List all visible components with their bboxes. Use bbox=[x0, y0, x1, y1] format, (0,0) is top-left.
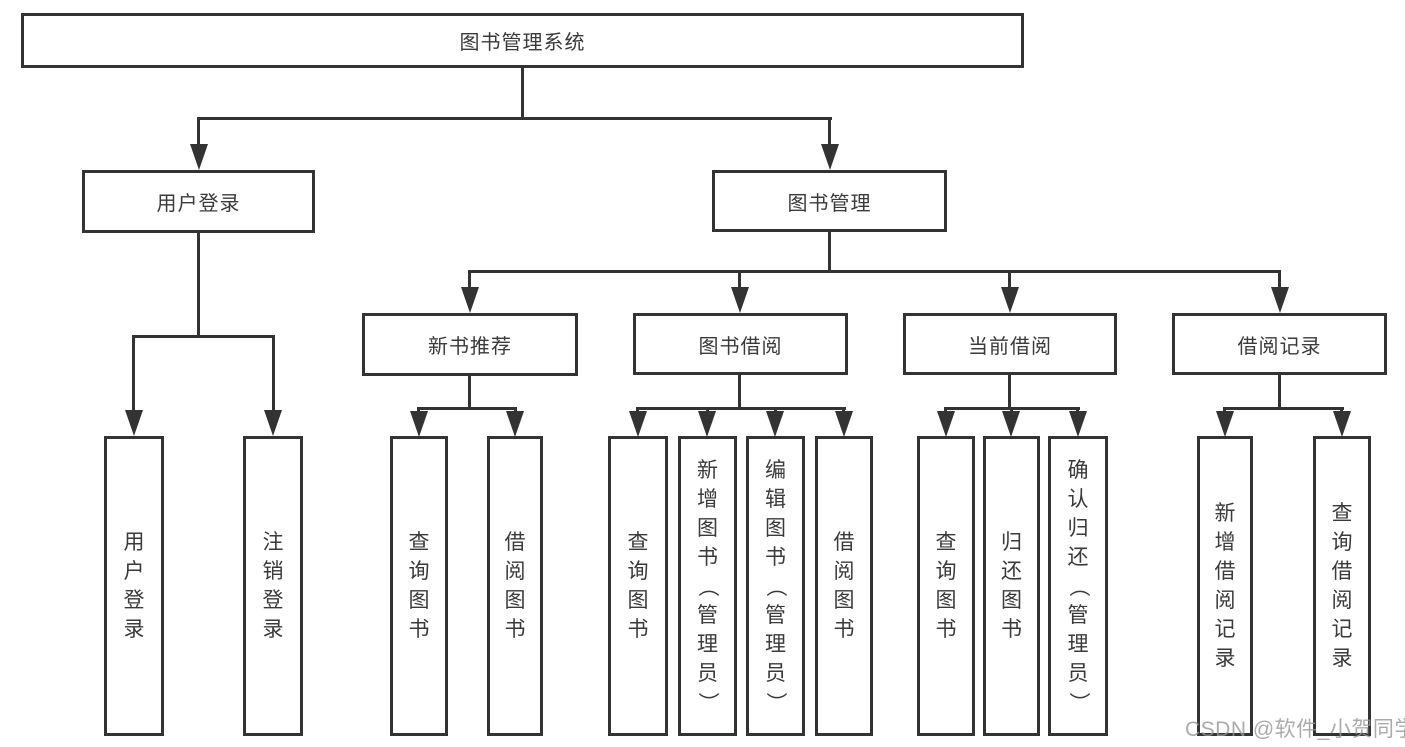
leaf-current-confirm-return-admin: 确认归还（管理员） bbox=[1048, 436, 1108, 736]
connector-arrowhead bbox=[1002, 411, 1020, 437]
connector-arrowhead bbox=[731, 287, 749, 313]
leaf-borrowing-query-books: 查询图书 bbox=[608, 436, 668, 736]
connector-arrowhead bbox=[506, 411, 524, 437]
leaf-current-query-books: 查询图书 bbox=[917, 436, 975, 736]
node-new-book-recommend: 新书推荐 bbox=[362, 313, 578, 376]
connector-line bbox=[468, 270, 1281, 273]
leaf-borrowing-edit-books-admin: 编辑图书（管理员） bbox=[746, 436, 805, 736]
connector-arrowhead bbox=[1333, 411, 1351, 437]
connector-arrowhead bbox=[629, 411, 647, 437]
connector-line bbox=[1008, 270, 1011, 290]
connector-arrowhead bbox=[461, 287, 479, 313]
leaf-user-login: 用户登录 bbox=[104, 436, 164, 736]
connector-line bbox=[521, 68, 524, 118]
connector-arrowhead bbox=[821, 144, 839, 170]
connector-arrowhead bbox=[1069, 411, 1087, 437]
leaf-borrowing-borrow-books: 借阅图书 bbox=[815, 436, 873, 736]
leaf-newbooks-query-books: 查询图书 bbox=[390, 436, 448, 736]
node-borrowing-records-label: 借阅记录 bbox=[1237, 335, 1322, 358]
connector-line bbox=[417, 407, 517, 410]
node-user-login-label: 用户登录 bbox=[156, 193, 241, 215]
leaf-newbooks-borrow-books: 借阅图书 bbox=[487, 436, 543, 736]
connector-line bbox=[197, 117, 832, 120]
connector-arrowhead bbox=[410, 411, 428, 437]
leaf-logout: 注销登录 bbox=[243, 436, 303, 736]
root-node-label: 图书管理系统 bbox=[459, 32, 586, 54]
csdn-watermark: CSDN @软件_小贺同学 bbox=[1185, 718, 1405, 741]
connector-arrowhead bbox=[698, 411, 716, 437]
connector-line bbox=[1278, 375, 1281, 409]
connector-line bbox=[828, 117, 831, 146]
connector-arrowhead bbox=[835, 411, 853, 437]
connector-arrowhead bbox=[766, 411, 784, 437]
connector-arrowhead bbox=[190, 144, 208, 170]
node-new-book-recommend-label: 新书推荐 bbox=[428, 336, 512, 358]
leaf-records-add-record: 新增借阅记录 bbox=[1197, 436, 1253, 736]
leaf-current-return-books: 归还图书 bbox=[983, 436, 1040, 736]
connector-arrowhead bbox=[1216, 411, 1234, 437]
node-borrowing-records: 借阅记录 bbox=[1172, 313, 1387, 375]
leaf-records-query-record: 查询借阅记录 bbox=[1313, 436, 1371, 736]
node-user-login: 用户登录 bbox=[82, 170, 315, 233]
node-current-borrowing-label: 当前借阅 bbox=[968, 335, 1052, 358]
connector-line bbox=[1223, 407, 1344, 410]
connector-line bbox=[468, 270, 471, 290]
connector-line bbox=[468, 376, 471, 410]
connector-line bbox=[272, 335, 275, 411]
connector-line bbox=[828, 232, 831, 272]
connector-line bbox=[636, 407, 846, 410]
connector-line bbox=[1008, 375, 1011, 409]
connector-line bbox=[197, 117, 200, 146]
connector-line bbox=[738, 375, 741, 409]
connector-arrowhead bbox=[264, 410, 282, 436]
connector-line bbox=[197, 233, 200, 337]
node-book-management-label: 图书管理 bbox=[787, 192, 872, 215]
connector-line bbox=[132, 335, 275, 338]
connector-arrowhead bbox=[125, 410, 143, 436]
connector-arrowhead bbox=[937, 411, 955, 437]
root-node-library-system: 图书管理系统 bbox=[21, 13, 1024, 68]
connector-arrowhead bbox=[1001, 287, 1019, 313]
node-current-borrowing: 当前借阅 bbox=[903, 313, 1117, 375]
connector-arrowhead bbox=[1271, 287, 1289, 313]
node-book-borrowing-label: 图书借阅 bbox=[698, 335, 783, 358]
connector-line bbox=[132, 335, 135, 411]
node-book-management: 图书管理 bbox=[712, 170, 947, 232]
connector-line bbox=[1278, 270, 1281, 290]
connector-line bbox=[738, 270, 741, 290]
node-book-borrowing: 图书借阅 bbox=[633, 313, 848, 375]
leaf-borrowing-add-books-admin: 新增图书（管理员） bbox=[678, 436, 737, 736]
